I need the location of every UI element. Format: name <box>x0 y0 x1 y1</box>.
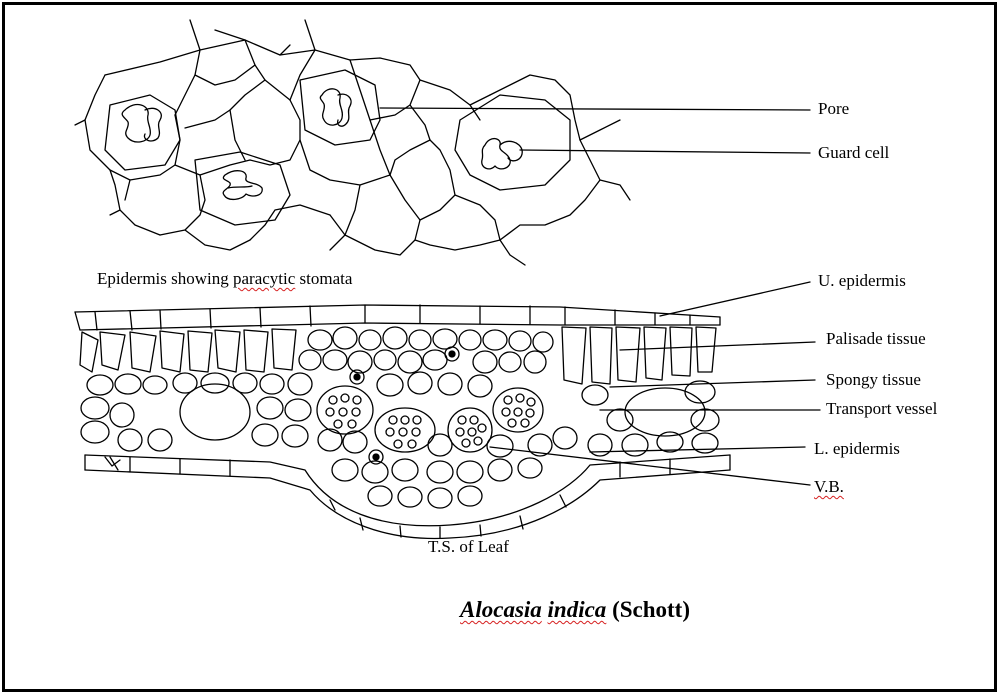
caption-epidermis-post: stomata <box>295 269 352 288</box>
label-guard-cell: Guard cell <box>818 144 889 161</box>
label-spongy-tissue: Spongy tissue <box>826 371 921 388</box>
title-species: indica <box>548 597 607 622</box>
label-upper-epidermis: U. epidermis <box>818 272 906 289</box>
label-lower-epidermis: L. epidermis <box>814 440 900 457</box>
caption-ts-leaf: T.S. of Leaf <box>428 538 509 555</box>
epidermis-surface-view <box>75 20 630 265</box>
caption-epidermis-word: paracytic <box>233 269 295 288</box>
leader-lines <box>380 108 820 485</box>
caption-epidermis: Epidermis showing paracytic stomata <box>97 270 352 287</box>
specimen-title: Alocasia indica (Schott) <box>460 597 690 623</box>
title-authority: (Schott) <box>606 597 690 622</box>
title-genus: Alocasia <box>460 597 542 622</box>
label-pore: Pore <box>818 100 849 117</box>
label-transport-vessel: Transport vessel <box>826 400 937 417</box>
label-vascular-bundle: V.B. <box>814 478 844 495</box>
label-palisade-tissue: Palisade tissue <box>826 330 926 347</box>
leaf-transverse-section <box>75 305 730 538</box>
caption-epidermis-pre: Epidermis showing <box>97 269 233 288</box>
